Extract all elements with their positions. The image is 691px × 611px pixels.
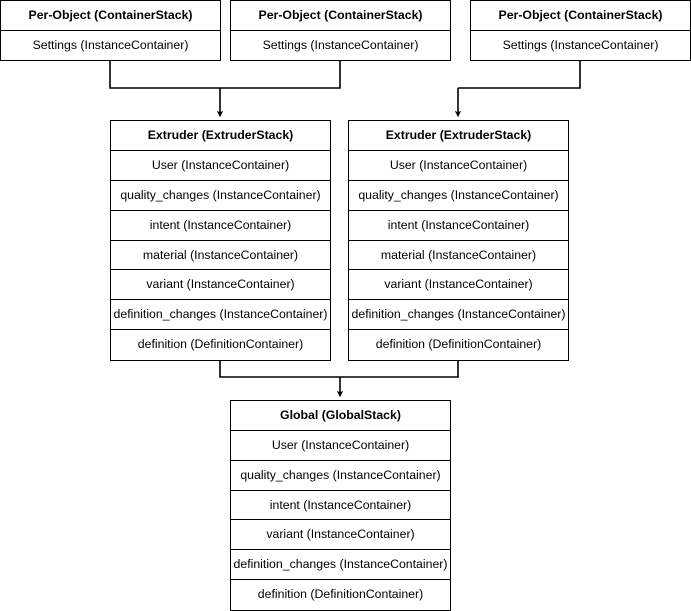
node-row: quality_changes (InstanceContainer) (231, 460, 450, 491)
node-row: definition (DefinitionContainer) (349, 330, 568, 360)
node-extruder-2[interactable]: Extruder (ExtruderStack) User (InstanceC… (348, 120, 569, 361)
node-row: intent (InstanceContainer) (231, 490, 450, 521)
node-header: Per-Object (ContainerStack) (231, 1, 450, 31)
node-row: intent (InstanceContainer) (111, 210, 330, 241)
node-row: definition_changes (InstanceContainer) (231, 550, 450, 581)
node-header: Per-Object (ContainerStack) (1, 1, 220, 31)
node-header: Global (GlobalStack) (231, 401, 450, 431)
node-row: material (InstanceContainer) (349, 240, 568, 271)
node-row: quality_changes (InstanceContainer) (111, 180, 330, 211)
node-global[interactable]: Global (GlobalStack) User (InstanceConta… (230, 400, 451, 611)
edge-extruder2-to-global (340, 361, 459, 378)
node-row: definition (DefinitionContainer) (111, 330, 330, 360)
node-row: Settings (InstanceContainer) (471, 30, 690, 60)
node-row: variant (InstanceContainer) (111, 270, 330, 301)
node-header: Extruder (ExtruderStack) (111, 121, 330, 151)
node-extruder-1[interactable]: Extruder (ExtruderStack) User (InstanceC… (110, 120, 331, 361)
node-header: Extruder (ExtruderStack) (349, 121, 568, 151)
node-row: Settings (InstanceContainer) (1, 30, 220, 60)
node-row: material (InstanceContainer) (111, 240, 330, 271)
node-row: User (InstanceContainer) (231, 430, 450, 461)
node-row: variant (InstanceContainer) (231, 520, 450, 551)
node-row: intent (InstanceContainer) (349, 210, 568, 241)
node-per-object-3[interactable]: Per-Object (ContainerStack) Settings (In… (470, 0, 691, 61)
node-row: Settings (InstanceContainer) (231, 30, 450, 60)
node-row: variant (InstanceContainer) (349, 270, 568, 301)
node-row: definition (DefinitionContainer) (231, 580, 450, 611)
node-row: definition_changes (InstanceContainer) (111, 300, 330, 331)
node-row: definition_changes (InstanceContainer) (349, 300, 568, 331)
node-per-object-2[interactable]: Per-Object (ContainerStack) Settings (In… (230, 0, 451, 61)
node-row: User (InstanceContainer) (111, 150, 330, 181)
node-per-object-1[interactable]: Per-Object (ContainerStack) Settings (In… (0, 0, 221, 61)
node-header: Per-Object (ContainerStack) (471, 1, 690, 31)
edge-extruder1-to-global (219, 361, 340, 378)
edge-perobject2-to-extruder1 (220, 61, 341, 89)
edge-perobject3-to-extruder2 (458, 61, 581, 89)
node-row: quality_changes (InstanceContainer) (349, 180, 568, 211)
edge-perobject1-to-extruder1 (109, 61, 220, 89)
node-row: User (InstanceContainer) (349, 150, 568, 181)
